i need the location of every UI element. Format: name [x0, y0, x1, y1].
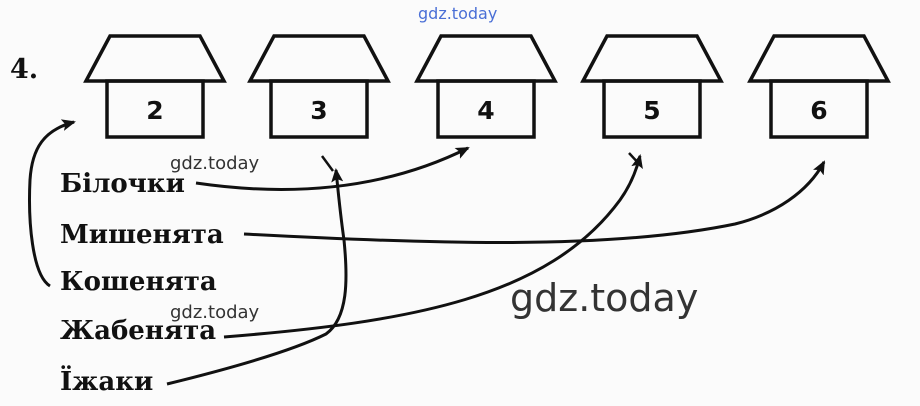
house-body [769, 79, 869, 139]
house-number: 6 [810, 96, 827, 125]
house-number: 4 [477, 96, 494, 125]
house: 2 [83, 34, 227, 139]
house-body [602, 79, 702, 139]
arrow-koshenyata-to-2 [28, 119, 76, 288]
house: 4 [414, 34, 558, 139]
tick-mark [320, 155, 335, 172]
house-roof [580, 34, 724, 83]
watermark-small: gdz.today [170, 153, 260, 174]
house-roof [747, 34, 891, 83]
watermark-top: gdz.today [418, 4, 497, 23]
animal-label: Білочки [60, 169, 185, 199]
arrow-bilochky-to-4 [195, 146, 470, 191]
house-roof [247, 34, 391, 83]
house-number: 3 [310, 96, 327, 125]
house-number: 5 [643, 96, 660, 125]
house-number: 2 [146, 96, 163, 125]
house-body [269, 79, 369, 139]
watermark-small: gdz.today [170, 302, 260, 323]
house-roof [414, 34, 558, 83]
house-roof [83, 34, 227, 83]
house: 5 [580, 34, 724, 139]
house: 6 [747, 34, 891, 139]
animal-label: Їжаки [60, 365, 153, 397]
task-number: 4. [10, 54, 38, 85]
animal-label: Кошенята [60, 267, 217, 297]
watermark-large: gdz.today [510, 276, 698, 320]
animal-label: Жабенята [60, 316, 216, 346]
house-body [436, 79, 536, 139]
arrow-yizhaky-to-3 [166, 168, 348, 386]
house: 3 [247, 34, 391, 139]
animal-label: Мишенята [60, 220, 224, 250]
house-body [105, 79, 205, 139]
arrow-myshenyata-to-6 [243, 160, 826, 245]
tick-mark [628, 152, 642, 167]
